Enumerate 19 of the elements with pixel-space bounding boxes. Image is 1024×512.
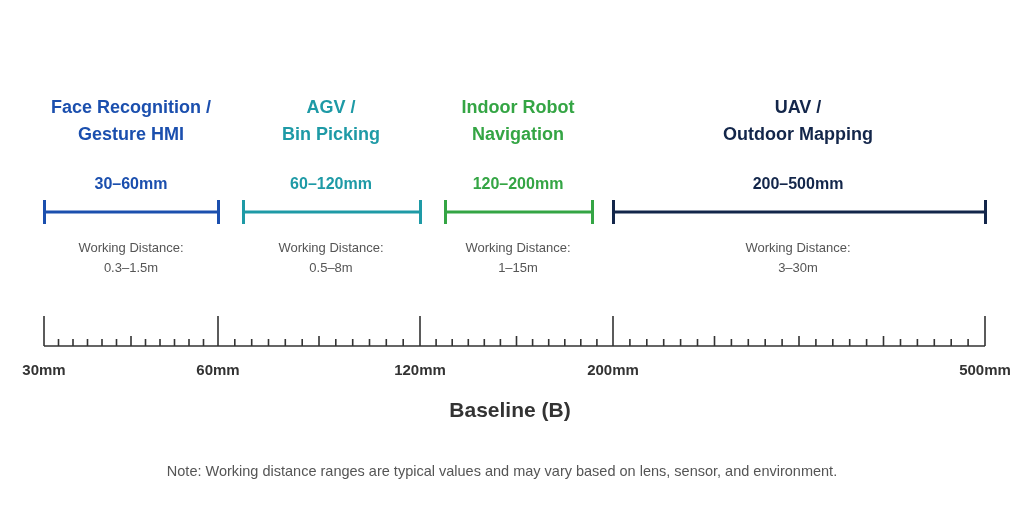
working-distance-text: Working Distance: 0.3–1.5m (78, 239, 184, 277)
application-heading: Indoor Robot Navigation (461, 96, 575, 146)
application-heading: UAV / Outdoor Mapping (723, 96, 873, 146)
axis-title: Baseline (B) (449, 397, 571, 423)
baseline-range-label: 120–200mm (472, 174, 564, 194)
application-heading: Face Recognition / Gesture HMI (51, 96, 211, 146)
working-distance-text: Working Distance: 1–15m (465, 239, 571, 277)
tick-label: 120mm (394, 361, 446, 379)
baseline-range-label: 60–120mm (290, 174, 372, 194)
baseline-range-label: 30–60mm (94, 174, 168, 194)
working-distance-text: Working Distance: 3–30m (745, 239, 851, 277)
footnote: Note: Working distance ranges are typical values and may vary based on lens, sensor, and environment. (166, 462, 838, 480)
tick-label: 500mm (959, 361, 1011, 379)
baseline-range-label: 200–500mm (752, 174, 844, 194)
working-distance-text: Working Distance: 0.5–8m (278, 239, 384, 277)
tick-label: 60mm (196, 361, 240, 379)
tick-label: 200mm (587, 361, 639, 379)
tick-label: 30mm (22, 361, 66, 379)
application-heading: AGV / Bin Picking (282, 96, 380, 146)
